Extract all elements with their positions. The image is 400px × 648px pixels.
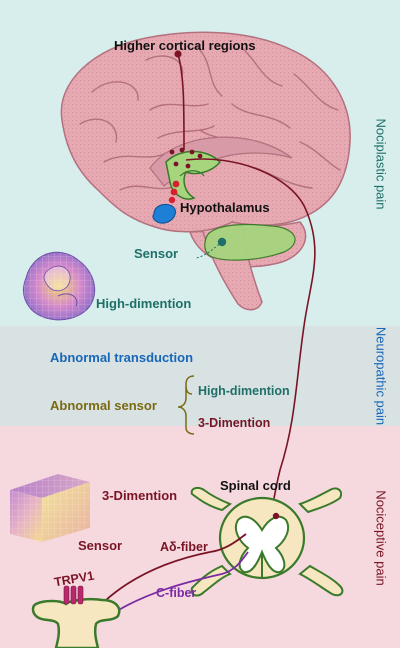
- a-delta-fiber-label: Aδ-fiber: [160, 540, 208, 554]
- brain-sensor-label: Sensor: [134, 246, 178, 261]
- three-dimension-cube: [10, 474, 90, 542]
- branch-3-dimention-label: 3-Dimention: [198, 416, 270, 430]
- abnormal-transduction-label: Abnormal transduction: [50, 350, 193, 365]
- high-dimension-surface: [23, 252, 94, 320]
- cube-sensor-label: Sensor: [78, 538, 122, 553]
- spinal-cord-label: Spinal cord: [220, 478, 291, 493]
- trpv1-receptor: [33, 586, 119, 648]
- c-fiber-label: C-fiber: [156, 586, 196, 600]
- high-dimention-label: High-dimention: [96, 296, 191, 311]
- sensor-branch-brace: [178, 376, 194, 434]
- branch-high-dimention-label: High-dimention: [198, 384, 290, 398]
- nociceptive-pain-label: Nociceptive pain: [374, 490, 389, 585]
- higher-cortical-regions-label: Higher cortical regions: [114, 38, 256, 53]
- spinal-cord-illustration: [192, 488, 343, 596]
- brain-illustration: [61, 32, 350, 310]
- hypothalamus-label: Hypothalamus: [180, 200, 270, 215]
- abnormal-sensor-label: Abnormal sensor: [50, 398, 157, 413]
- nociplastic-pain-label: Nociplastic pain: [374, 118, 389, 209]
- three-dimention-label: 3-Dimention: [102, 488, 177, 503]
- neuropathic-pain-label: Neuropathic pain: [374, 327, 389, 425]
